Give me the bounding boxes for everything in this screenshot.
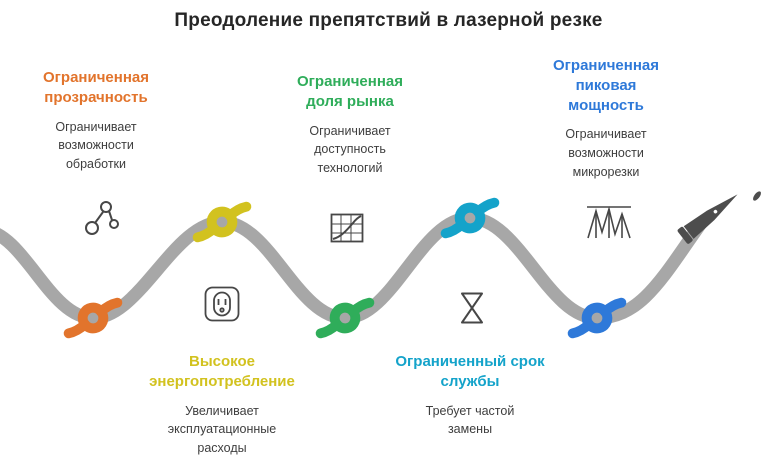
obstacle-heading: Ограниченная прозрачность [43,69,149,106]
obstacle-block-limited-market-share: Ограниченная доля рынка Ограничивает дос… [280,72,420,178]
obstacle-description: Ограничивает доступность технологий [309,123,391,176]
obstacle-description: Увеличивает эксплуатационные расходы [167,403,277,455]
power-outlet-icon [202,284,242,324]
obstacle-block-high-energy-consumption: Высокое энергопотребление Увеличивает эк… [132,352,312,455]
obstacle-description: Ограничивает возможности микрорезки [565,127,647,179]
rope-graphic [0,191,761,375]
obstacle-block-limited-peak-power: Ограниченная пиковая мощность Ограничива… [542,56,670,182]
peaks-chart-icon [584,200,634,244]
obstacle-heading: Высокое энергопотребление [149,353,295,390]
obstacle-block-limited-service-life: Ограниченный срок службы Требует частой … [390,352,550,439]
hourglass-icon [452,288,492,328]
pen-nib-icon [677,194,738,244]
ink-droplet-icon [753,191,761,201]
grid-chart-icon [327,208,367,248]
rope-path [0,211,709,325]
obstacle-description: Требует частой замены [425,403,515,437]
obstacle-description: Ограничивает возможности обработки [55,119,137,172]
obstacle-heading: Ограниченная пиковая мощность [553,57,659,114]
molecule-icon [80,196,124,240]
obstacle-heading: Ограниченная доля рынка [297,73,403,110]
obstacle-block-limited-transparency: Ограниченная прозрачность Ограничивает в… [16,68,176,174]
obstacle-heading: Ограниченный срок службы [395,353,545,390]
page-title: Преодоление препятствий в лазерной резке [174,10,603,31]
